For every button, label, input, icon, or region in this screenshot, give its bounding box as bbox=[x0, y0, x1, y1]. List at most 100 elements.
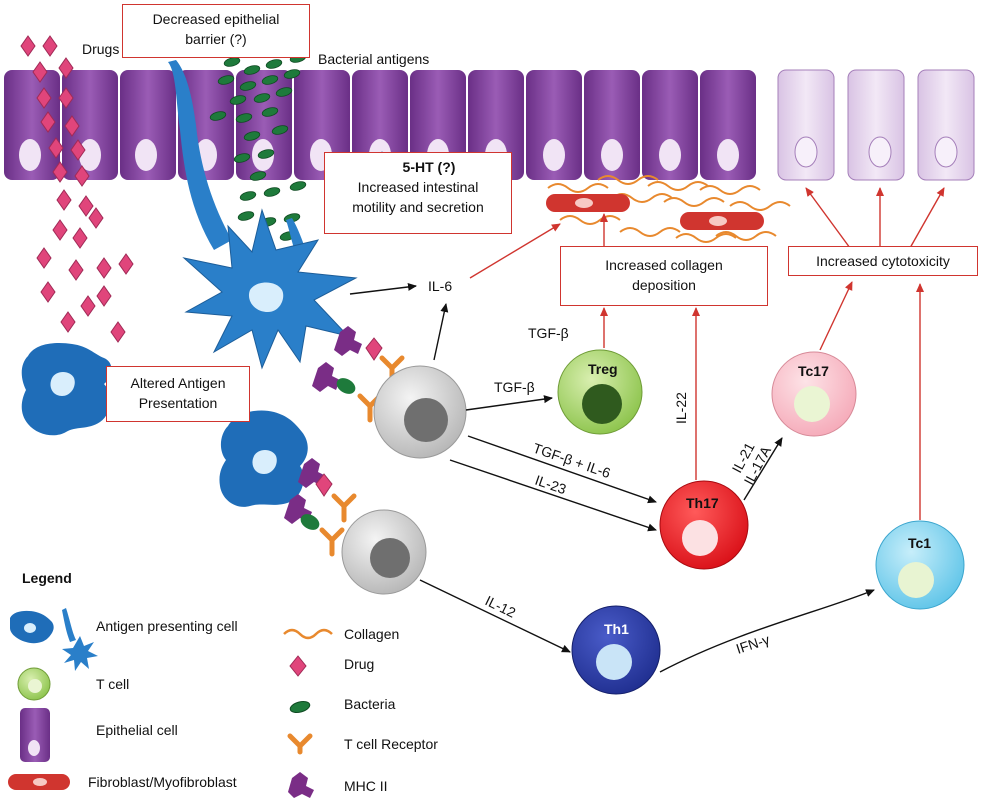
serotonin-line1: Increased intestinal bbox=[357, 179, 479, 195]
bacterium bbox=[275, 87, 293, 97]
antigen-line2: Presentation bbox=[138, 395, 218, 411]
drug-diamond bbox=[68, 259, 84, 281]
legend-bacteria-icon bbox=[289, 701, 311, 713]
drug-diamond bbox=[74, 165, 90, 187]
bacterium bbox=[237, 211, 255, 221]
bacterium bbox=[209, 111, 227, 121]
drugs-label: Drugs bbox=[82, 41, 119, 57]
collagen-line2: deposition bbox=[632, 277, 696, 293]
antigen-presenting-cell-2 bbox=[219, 410, 308, 507]
legend-item-epithelial: Epithelial cell bbox=[96, 722, 178, 738]
drug-diamond bbox=[64, 115, 80, 137]
legend-collagen-icon bbox=[283, 628, 333, 640]
epithelial-cell bbox=[526, 70, 582, 180]
bacterium bbox=[336, 378, 356, 394]
bacterium bbox=[239, 191, 257, 201]
drug-diamond bbox=[42, 35, 58, 57]
tc17-cell bbox=[771, 351, 857, 437]
fibroblast-1 bbox=[546, 194, 630, 212]
th1-label: Th1 bbox=[604, 621, 629, 637]
legend-fibroblast-icon bbox=[8, 774, 70, 790]
arrow-th17-to-tc17 bbox=[743, 437, 783, 501]
epithelial-cell-light bbox=[917, 69, 975, 181]
bacterium bbox=[239, 81, 257, 91]
legend-title: Legend bbox=[22, 570, 72, 586]
tc1-label: Tc1 bbox=[908, 535, 931, 551]
dendrite-extension bbox=[168, 60, 232, 250]
arrow-tcell-to-th17-b bbox=[449, 459, 657, 532]
epithelial-cell bbox=[700, 70, 756, 180]
drug-diamond bbox=[88, 207, 104, 229]
bacterium bbox=[261, 107, 279, 117]
bacterium bbox=[253, 93, 271, 103]
drug-diamond bbox=[36, 247, 52, 269]
antigen-line1: Altered Antigen bbox=[130, 375, 226, 391]
legend-epithelial-icon bbox=[20, 708, 50, 762]
drug-diamond bbox=[32, 61, 48, 83]
mhc-tcr-complex-lower bbox=[284, 458, 357, 557]
il12-label: IL-12 bbox=[483, 592, 519, 620]
arrow-tcell-to-th1 bbox=[419, 579, 571, 653]
bacteria-particles bbox=[209, 53, 307, 245]
legend-item-collagen: Collagen bbox=[344, 626, 400, 642]
epithelial-cell bbox=[120, 70, 176, 180]
drug-diamond bbox=[52, 219, 68, 241]
mhc-ii bbox=[334, 326, 362, 356]
mhc-ii bbox=[312, 362, 340, 392]
drug-diamond bbox=[110, 321, 126, 343]
epithelial-cell-light bbox=[777, 69, 835, 181]
arrow-tcell-to-il6 bbox=[433, 303, 449, 361]
arrow-dc-to-il6 bbox=[349, 282, 417, 295]
bacterium bbox=[217, 75, 235, 85]
mhc-tcr-complex-upper bbox=[312, 326, 405, 423]
bacterium bbox=[261, 75, 279, 85]
fibroblast-2 bbox=[680, 212, 764, 230]
black-arrows bbox=[349, 282, 875, 673]
legend-mhc-icon bbox=[288, 772, 314, 798]
legend-item-drug: Drug bbox=[344, 656, 375, 672]
arrow-il6-to-fibroblast bbox=[469, 223, 561, 279]
drug-diamond bbox=[118, 253, 134, 275]
arrow-tcell-to-treg bbox=[465, 395, 553, 411]
bacterial-antigens-label: Bacterial antigens bbox=[318, 51, 429, 67]
il6-label: IL-6 bbox=[428, 278, 452, 294]
cytotoxicity-box: Increased cytotoxicity bbox=[788, 246, 978, 276]
arrow-tc17-to-cytotoxicity bbox=[819, 281, 853, 351]
legend-item-bacteria: Bacteria bbox=[344, 696, 396, 712]
bacterium bbox=[249, 171, 267, 181]
tc1-cell bbox=[875, 520, 965, 610]
epithelial-barrier-line2: barrier (?) bbox=[185, 31, 247, 47]
epithelial-cell bbox=[236, 70, 292, 180]
drug-diamond bbox=[60, 311, 76, 333]
th17-label: Th17 bbox=[686, 495, 719, 511]
dendritic-cell bbox=[182, 208, 358, 370]
il22-label: IL-22 bbox=[673, 392, 689, 424]
drug-diamond bbox=[40, 281, 56, 303]
legend-item-mhc: MHC II bbox=[344, 778, 388, 794]
drug-diamond bbox=[52, 161, 68, 183]
bacterium bbox=[263, 187, 281, 197]
bacterium bbox=[300, 514, 320, 530]
legend-apc-dendritic-icon bbox=[62, 608, 98, 671]
cytotoxicity-text: Increased cytotoxicity bbox=[816, 253, 950, 269]
damaged-epithelial-layer bbox=[777, 69, 975, 181]
bacterium bbox=[265, 59, 283, 69]
ifng-label: IFN-γ bbox=[734, 631, 771, 657]
th1-cell bbox=[571, 605, 661, 695]
drug-diamond bbox=[58, 57, 74, 79]
arrow-cyto-to-cell-3 bbox=[909, 187, 945, 249]
epithelial-cell-light bbox=[847, 69, 905, 181]
drug-diamond bbox=[78, 195, 94, 217]
bacterium bbox=[233, 153, 251, 163]
drug-diamond bbox=[96, 257, 112, 279]
th17-cell bbox=[659, 480, 749, 570]
drug-diamond bbox=[20, 35, 36, 57]
drug-diamond bbox=[70, 139, 86, 161]
drug-diamond bbox=[365, 337, 383, 361]
serotonin-title: 5-HT (?) bbox=[402, 159, 456, 175]
bacterium bbox=[257, 149, 275, 159]
naive-t-cell-lower bbox=[341, 509, 427, 595]
legend-item-fibroblast: Fibroblast/Myofibroblast bbox=[88, 774, 237, 790]
